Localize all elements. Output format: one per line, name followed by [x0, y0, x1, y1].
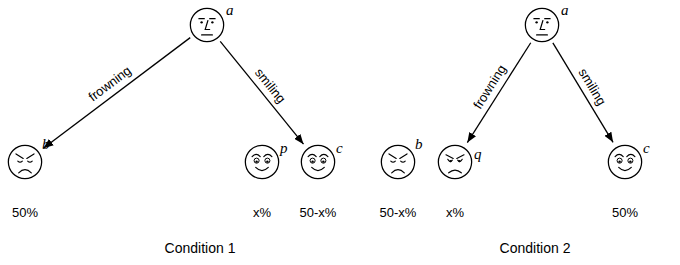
face-pupil	[322, 160, 324, 162]
face-feature	[449, 170, 462, 173]
face-pupil	[211, 21, 213, 23]
face-node: p	[244, 144, 280, 180]
face-feature	[534, 18, 539, 19]
arrow-connector	[43, 38, 190, 149]
face-feature	[202, 34, 213, 35]
face-outline	[438, 145, 471, 178]
face-feature	[308, 154, 316, 156]
face-eye	[628, 158, 633, 163]
face-feature	[446, 155, 453, 159]
face-feature	[457, 155, 464, 159]
face-letter: q	[474, 146, 482, 162]
face-letter: a	[226, 2, 234, 18]
face-drawing	[607, 144, 643, 180]
face-letter: a	[561, 2, 569, 18]
face-eye	[254, 158, 259, 163]
edge-label: smiling	[575, 65, 609, 109]
face-feature	[619, 167, 632, 170]
face-drawing	[437, 144, 473, 180]
face-feature	[615, 154, 623, 156]
face-pupil	[255, 160, 257, 162]
face-node: q	[437, 144, 473, 180]
face-drawing	[524, 7, 560, 43]
face-letter: c	[643, 140, 650, 156]
face-drawing	[244, 144, 280, 180]
face-pupil	[458, 160, 460, 162]
face-letter: b	[415, 136, 423, 152]
face-feature	[27, 154, 34, 159]
face-letter: p	[280, 140, 288, 156]
face-outline	[608, 145, 641, 178]
face-feature	[210, 18, 215, 19]
face-outline	[190, 8, 223, 41]
face-outline	[301, 145, 334, 178]
face-pupil	[266, 160, 268, 162]
condition-caption: Condition 2	[500, 241, 571, 256]
face-feature	[205, 21, 210, 30]
face-pupil	[311, 160, 313, 162]
face-feature	[19, 170, 32, 173]
face-feature	[264, 154, 272, 156]
percentage-label: x%	[253, 205, 271, 220]
percentage-label: 50-x%	[380, 205, 417, 220]
face-feature	[252, 154, 260, 156]
face-feature	[400, 154, 407, 159]
face-outline	[245, 145, 278, 178]
face-outline	[8, 145, 41, 178]
face-feature	[537, 34, 548, 35]
face-pupil	[449, 160, 451, 162]
face-pupil	[546, 21, 548, 23]
face-drawing	[7, 144, 43, 180]
percentage-label: 50%	[612, 205, 638, 220]
face-drawing	[300, 144, 336, 180]
face-drawing	[189, 7, 225, 43]
face-node: a	[524, 7, 560, 43]
face-pupil	[535, 21, 537, 23]
face-node: b	[7, 144, 43, 180]
face-feature	[627, 154, 635, 156]
face-feature	[28, 161, 33, 162]
face-node: a	[189, 7, 225, 43]
face-pupil	[629, 160, 631, 162]
face-feature	[448, 159, 453, 161]
face-feature	[256, 167, 269, 170]
face-feature	[392, 170, 405, 173]
face-feature	[401, 161, 406, 162]
face-drawing	[380, 144, 416, 180]
face-feature	[545, 18, 550, 19]
face-eye	[265, 158, 270, 163]
face-node: c	[607, 144, 643, 180]
face-feature	[312, 167, 325, 170]
condition-caption: Condition 1	[165, 241, 236, 256]
face-eye	[617, 158, 622, 163]
face-letter: b	[42, 136, 50, 152]
percentage-label: x%	[446, 205, 464, 220]
face-pupil	[618, 160, 620, 162]
face-outline	[525, 8, 558, 41]
face-node: c	[300, 144, 336, 180]
face-eye	[310, 158, 315, 163]
face-pupil	[200, 21, 202, 23]
face-node: b	[380, 144, 416, 180]
face-feature	[320, 154, 328, 156]
arrow-connector	[467, 43, 530, 143]
face-letter: c	[336, 140, 343, 156]
arrow-connector	[553, 43, 613, 142]
face-feature	[540, 21, 545, 30]
percentage-label: 50-x%	[300, 205, 337, 220]
face-outline	[381, 145, 414, 178]
face-feature	[16, 154, 23, 159]
arrow-connector	[220, 41, 303, 144]
face-feature	[389, 154, 396, 159]
face-feature	[391, 161, 396, 162]
face-feature	[458, 159, 463, 161]
face-eye	[321, 158, 326, 163]
percentage-label: 50%	[12, 205, 38, 220]
edge-label: smiling	[252, 65, 290, 107]
face-feature	[199, 18, 204, 19]
face-feature	[18, 161, 23, 162]
